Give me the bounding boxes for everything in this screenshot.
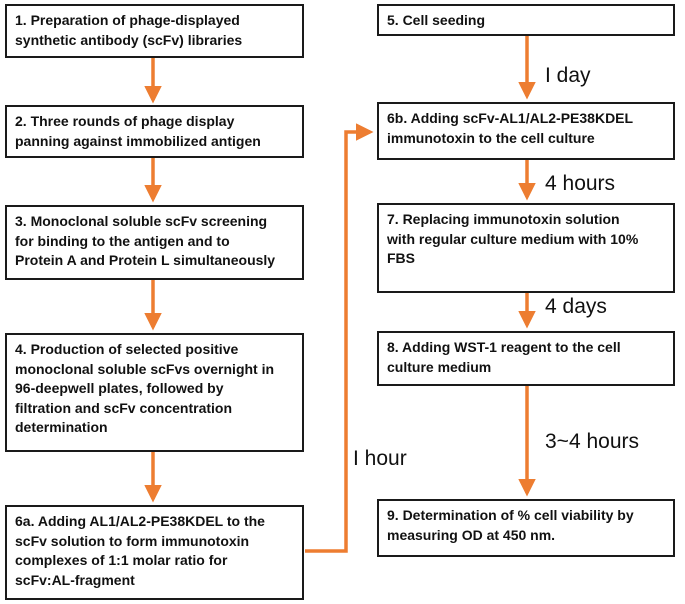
step-line: complexes of 1:1 molar ratio for (15, 552, 228, 568)
step-line: Protein A and Protein L simultaneously (15, 252, 276, 268)
step-line: 8. Adding WST-1 reagent to the cell (387, 339, 621, 355)
step-6b-box: 6b. Adding scFv-AL1/AL2-PE38KDEL immunot… (377, 102, 675, 160)
step-8-box: 8. Adding WST-1 reagent to the cell cult… (377, 331, 675, 386)
step-line: scFv solution to form immunotoxin (15, 532, 250, 549)
step-line: 1. Preparation of phage-displayed (15, 12, 240, 28)
step-6a-box: 6a. Adding AL1/AL2-PE38KDEL to the scFv … (5, 505, 304, 600)
step-line: monoclonal soluble scFvs overnight in (15, 360, 275, 377)
step-line: determination (15, 419, 108, 435)
arrow-6a-to-6b (305, 123, 374, 553)
label-3-4-hours: 3~4 hours (545, 430, 639, 453)
step-line: synthetic antibody (scFv) libraries (15, 31, 243, 48)
step-9-box: 9. Determination of % cell viability by … (377, 499, 675, 557)
step-line: culture medium (387, 358, 492, 375)
step-line: 9. Determination of % cell viability by (387, 507, 634, 523)
label-i-hour: I hour (353, 447, 407, 470)
step-line: FBS (387, 250, 415, 266)
step-1-box: 1. Preparation of phage-displayed synthe… (5, 4, 304, 58)
step-7-box: 7. Replacing immunotoxin solution with r… (377, 203, 675, 293)
step-3-box: 3. Monoclonal soluble scFv screening for… (5, 205, 304, 280)
step-line: 4. Production of selected positive (15, 341, 239, 357)
step-2-box: 2. Three rounds of phage display panning… (5, 105, 304, 158)
step-line: 2. Three rounds of phage display (15, 113, 235, 129)
step-line: 3. Monoclonal soluble scFv screening (15, 213, 268, 229)
step-line: immunotoxin to the cell culture (387, 129, 595, 146)
label-i-day: I day (545, 64, 591, 87)
step-line: panning against immobilized antigen (15, 132, 261, 149)
step-5-box: 5. Cell seeding (377, 4, 675, 36)
step-line: 96-deepwell plates, followed by (15, 380, 224, 396)
step-line: 5. Cell seeding (387, 12, 486, 28)
step-line: with regular culture medium with 10% (387, 230, 639, 247)
step-line: for binding to the antigen and to (15, 232, 230, 249)
step-line: 6b. Adding scFv-AL1/AL2-PE38KDEL (387, 110, 634, 126)
step-4-box: 4. Production of selected positive monoc… (5, 333, 304, 452)
step-line: measuring OD at 450 nm. (387, 526, 556, 543)
step-line: 6a. Adding AL1/AL2-PE38KDEL to the (15, 513, 265, 529)
step-line: scFv:AL-fragment (15, 571, 135, 588)
step-line: filtration and scFv concentration (15, 399, 233, 416)
label-4-hours: 4 hours (545, 172, 616, 195)
step-line: 7. Replacing immunotoxin solution (387, 211, 620, 227)
label-4-days: 4 days (545, 295, 607, 318)
